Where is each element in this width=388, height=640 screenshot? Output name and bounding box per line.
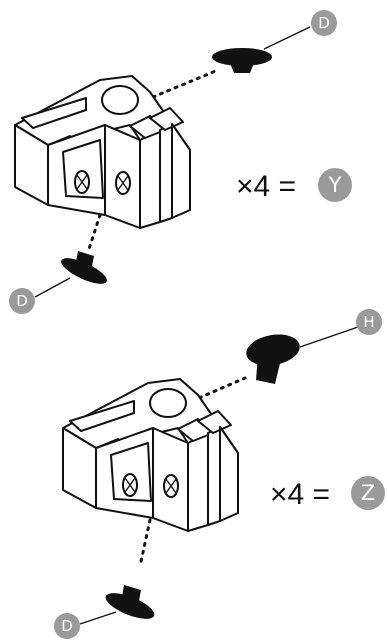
bracket-block-1-icon <box>14 75 191 229</box>
screw-h-top-2-icon: H <box>190 309 382 403</box>
result-badge-y <box>318 168 352 202</box>
quantity-text-2: ×4 = <box>270 478 330 511</box>
part-badge-d-bottom-2 <box>54 613 80 639</box>
part-badge-d-bottom-1 <box>9 288 35 314</box>
part-badge-d-top-1 <box>311 10 337 36</box>
cam-screw-top-1-icon: D <box>151 10 337 99</box>
part-badge-h <box>356 309 382 335</box>
result-badge-z <box>351 476 385 510</box>
part-label-d-bottom-1: D <box>16 292 28 310</box>
assembly-step-1: D <box>9 10 352 314</box>
part-label-d-top-1: D <box>318 14 330 32</box>
result-label-y: Y <box>328 173 342 197</box>
quantity-text-1: ×4 = <box>236 170 296 203</box>
cam-screw-bottom-2-icon: D <box>54 518 155 639</box>
result-label-z: Z <box>361 481 375 505</box>
cam-screw-bottom-1-icon: D <box>9 213 107 314</box>
part-label-h: H <box>363 313 374 331</box>
bracket-block-2-icon <box>62 378 239 532</box>
assembly-step-2: H D <box>54 309 385 639</box>
part-label-d-bottom-2: D <box>61 617 73 635</box>
